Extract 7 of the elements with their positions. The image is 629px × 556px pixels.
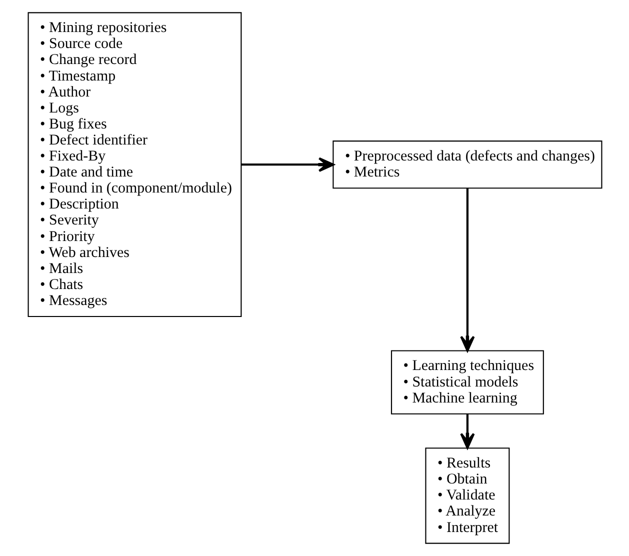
arrow (460, 414, 474, 449)
arrow (240, 157, 334, 172)
node-box: • Preprocessed data (defects and changes) • Metrics (332, 140, 602, 189)
node-box: • Results • Obtain • Validate • Analyze • Interpret (424, 448, 510, 544)
node-box: • Learning techniques • Statistical models • Machine learning (390, 350, 544, 414)
arrow (460, 188, 474, 352)
node-box: • Mining repositories • Source code • Change record • Timestamp • Author • Logs • Bug fixes • Defect identifier • Fixed-By • Date and time • Found in (component/module) • Description • Severity • Priority • Web archives • Mails • Chats • Messages (27, 12, 242, 318)
